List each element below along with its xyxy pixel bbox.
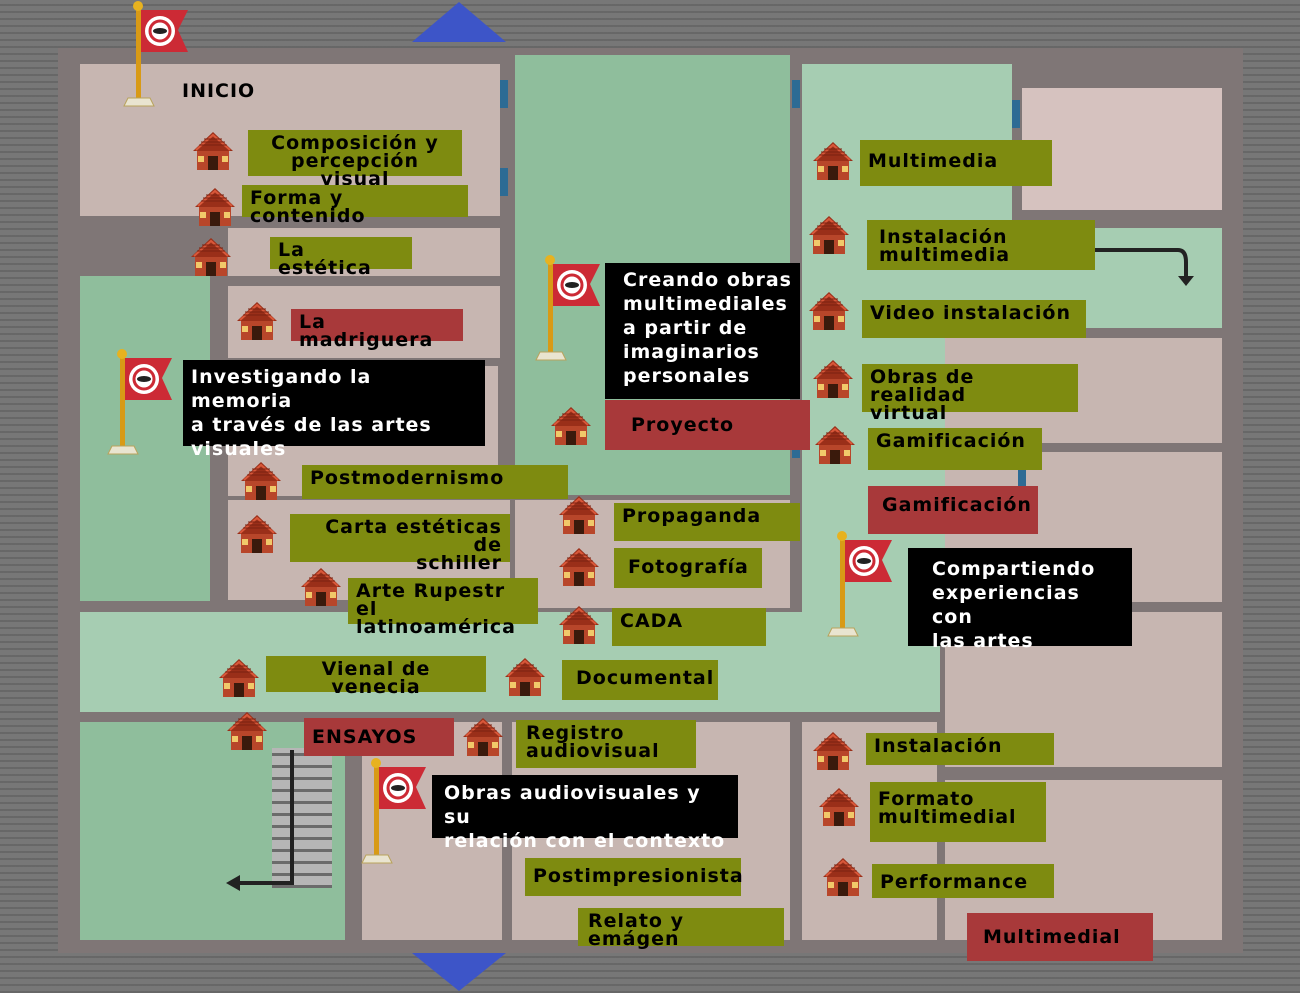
location-madriguera[interactable]: La madriguera <box>291 309 463 350</box>
location-rupestre[interactable]: Arte Rupestr el latinoamérica <box>348 578 538 637</box>
start-label: INICIO <box>182 80 256 102</box>
location-postmodernismo[interactable]: Postmodernismo <box>302 465 568 499</box>
house-icon[interactable] <box>808 290 850 332</box>
house-icon[interactable] <box>462 716 504 758</box>
location-gamificacion[interactable]: Gamificación <box>868 428 1042 470</box>
mission-memoria[interactable]: Investigando la memoria a través de las … <box>183 360 485 460</box>
mission-audiovisuales[interactable]: Obras audiovisuales y su relación con el… <box>432 775 738 852</box>
house-icon[interactable] <box>812 730 854 772</box>
room-top-right <box>1022 88 1222 210</box>
mission-flag-icon[interactable] <box>822 530 902 640</box>
house-icon[interactable] <box>814 424 856 466</box>
location-multimedial[interactable]: Multimedial <box>967 913 1153 961</box>
location-relato[interactable]: Relato y emágen <box>578 908 784 949</box>
house-icon[interactable] <box>194 186 236 228</box>
arrow-up-icon[interactable] <box>412 2 506 42</box>
arrow-down-icon[interactable] <box>412 953 506 991</box>
house-icon[interactable] <box>812 140 854 182</box>
house-icon[interactable] <box>558 604 600 646</box>
location-instalacion-multimedia[interactable]: Instalación multimedia <box>867 220 1095 270</box>
location-video[interactable]: Video instalación <box>862 300 1086 338</box>
house-icon[interactable] <box>192 130 234 172</box>
house-icon[interactable] <box>818 786 860 828</box>
exit-arrow-icon <box>1092 248 1194 286</box>
mission-compartiendo[interactable]: Compartiendo experiencias con las artes <box>908 548 1132 652</box>
location-vienal[interactable]: Vienal de venecia <box>266 656 486 697</box>
stairs <box>272 748 332 888</box>
house-icon[interactable] <box>558 494 600 536</box>
location-forma[interactable]: Forma y contenido <box>242 185 468 226</box>
mission-flag-icon[interactable] <box>102 348 182 458</box>
house-icon[interactable] <box>218 657 260 699</box>
house-icon[interactable] <box>808 214 850 256</box>
location-postimpresionista[interactable]: Postimpresionista <box>525 858 743 896</box>
house-icon[interactable] <box>236 300 278 342</box>
location-realidad[interactable]: Obras de realidad virtual <box>862 364 1078 423</box>
house-icon[interactable] <box>240 460 282 502</box>
location-composicion[interactable]: Composición y percepción visual <box>248 130 462 189</box>
location-estetica[interactable]: La estética <box>270 237 412 278</box>
location-propaganda[interactable]: Propaganda <box>614 503 800 541</box>
house-icon[interactable] <box>550 405 592 447</box>
mission-flag-icon[interactable] <box>530 254 610 364</box>
location-gamificacion-red[interactable]: Gamificación <box>868 486 1038 534</box>
door <box>1018 470 1026 498</box>
house-icon[interactable] <box>812 358 854 400</box>
location-documental[interactable]: Documental <box>562 660 718 700</box>
house-icon[interactable] <box>190 236 232 278</box>
mission-flag-icon[interactable] <box>356 757 436 867</box>
door <box>500 80 508 108</box>
location-proyecto[interactable]: Proyecto <box>605 400 810 450</box>
location-performance[interactable]: Performance <box>872 864 1054 898</box>
door <box>1012 100 1020 128</box>
location-cada[interactable]: CADA <box>612 608 766 646</box>
location-registro[interactable]: Registro audiovisual <box>516 720 696 768</box>
location-carta[interactable]: Carta estéticas de schiller <box>290 514 510 573</box>
door <box>792 80 800 108</box>
house-icon[interactable] <box>226 710 268 752</box>
mission-creando[interactable]: Creando obras multimediales a partir de … <box>605 263 800 399</box>
house-icon[interactable] <box>300 566 342 608</box>
location-instalacion[interactable]: Instalación <box>866 733 1054 765</box>
location-ensayos[interactable]: ENSAYOS <box>304 718 454 756</box>
door <box>500 168 508 196</box>
house-icon[interactable] <box>504 656 546 698</box>
location-fotografia[interactable]: Fotografía <box>614 548 762 588</box>
house-icon[interactable] <box>558 546 600 588</box>
location-formato[interactable]: Formato multimedial <box>870 782 1046 842</box>
house-icon[interactable] <box>236 513 278 555</box>
house-icon[interactable] <box>822 856 864 898</box>
stairs-arrow-icon <box>226 750 294 891</box>
location-multimedia[interactable]: Multimedia <box>860 140 1052 186</box>
